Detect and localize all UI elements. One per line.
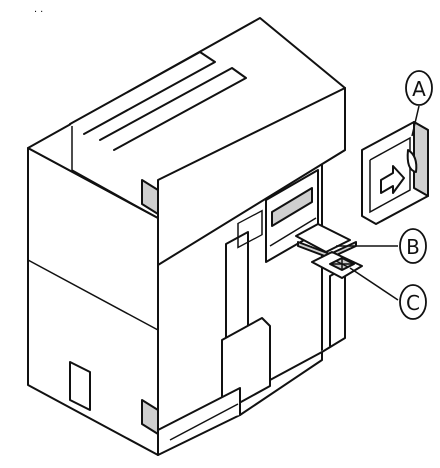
callout-b: B [399,228,427,264]
cover-part [361,121,429,225]
callout-c: C [399,284,427,320]
callout-c-label: C [406,291,420,315]
left-foot [69,361,91,411]
side-clip-upper [141,179,159,215]
left-face-step [71,126,159,219]
side-clip-lower [141,399,159,435]
card-slot-lip [269,217,317,247]
callout-b-label: B [406,235,420,259]
left-face-rail [27,259,159,331]
cover-arrow-icon [380,165,405,194]
sim-card-chip [329,257,355,271]
cover-notch-icon [406,149,418,173]
card-slot-opening [271,187,313,227]
corner-mark: . . [34,3,43,15]
latch-window [237,209,263,249]
bottom-frame-left [157,387,241,431]
cover-inner-border [369,136,411,214]
bottom-frame-inner [169,403,239,441]
top-ridge-1 [69,51,216,135]
leader-c [349,267,399,301]
callout-a-label: A [412,77,426,101]
bottom-frame-right [269,267,346,381]
top-ridge-2 [99,67,247,151]
leader-a [411,105,420,137]
vertical-channel [225,231,249,343]
sim-card [295,223,351,253]
callout-a: A [405,70,433,106]
sim-card-part [295,223,363,279]
front-upper-slab [157,87,346,266]
